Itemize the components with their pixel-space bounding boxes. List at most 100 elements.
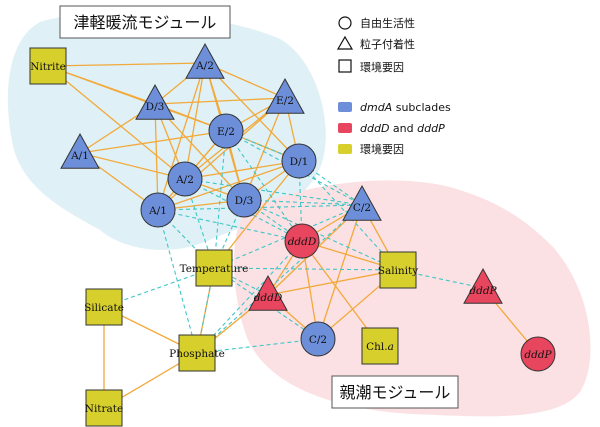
node-C2tri-label: C/2 [353,202,371,214]
node-A1circ-label: A/1 [148,205,167,217]
node-Salinity: Salinity [378,251,419,289]
positive-edge-E2tri-D3circ [243,97,286,201]
node-D1circ-circle-icon [281,143,317,179]
node-Temperature-square-icon [195,249,233,287]
negative-edge-A1circ-dddDcirc [157,209,303,242]
node-D3tri: D/3 [135,83,175,120]
node-Chla: Chl.a [361,327,399,365]
negative-edge-D1circ-C2tri [298,160,363,206]
oyashio-module-title: 親潮モジュール [331,375,459,409]
negative-edge-E2circ-Temperature [213,130,227,269]
node-C2circ: C/2 [300,321,336,357]
positive-edge-A2tri-D1circ [204,62,300,162]
node-D1circ: D/1 [281,143,317,179]
legend-env-shape: 環境要因 [360,60,404,74]
node-dddDtri: dddD [248,274,288,311]
node-A1tri: A/1 [60,132,100,169]
legend-particle-attached: 粒子付着性 [360,37,415,51]
positive-edge-A1tri-E2circ [79,130,227,154]
node-dddPcirc: dddP [520,336,556,372]
negative-edge-A1circ-C2tri [157,204,363,211]
node-E2circ-circle-icon [208,113,244,149]
positive-edge-dddDtri-Salinity [267,269,399,296]
node-Silicate-label: Silicate [84,302,124,314]
positive-edge-D3tri-A1circ [154,103,159,211]
tsugaru-module-label: 津軽暖流モジュール [74,13,217,32]
node-C2tri-triangle-icon [342,184,382,221]
ddd-color-swatch [338,123,352,133]
node-dddDtri-triangle-icon [248,274,288,311]
legend-dmdA: dmdA subclades [360,101,451,114]
triangle-shape-icon [336,35,354,50]
node-Salinity-square-icon [379,251,417,289]
legend-ddd: dddD and dddP [360,122,445,135]
negative-edge-D3circ-Salinity [243,199,399,271]
node-Salinity-label: Salinity [378,265,419,277]
node-Temperature-label: Temperature [180,263,249,275]
node-A2tri: A/2 [185,42,225,79]
node-E2tri-triangle-icon [265,77,305,114]
node-C2circ-label: C/2 [309,334,327,346]
node-D3tri-triangle-icon [135,83,175,120]
node-D3circ: D/3 [226,182,262,218]
node-A2tri-triangle-icon [185,42,225,79]
dmdA-color-swatch [338,102,352,112]
node-A2circ-label: A/2 [175,174,194,186]
square-shape-icon [338,59,352,73]
node-Nitrite: Nitrite [29,47,67,85]
negative-edge-D3circ-Temperature [213,199,245,269]
negative-edge-A1circ-Phosphate [157,209,198,354]
node-dddDtri-label: dddD [254,292,283,304]
node-A1tri-triangle-icon [60,132,100,169]
node-Nitrite-label: Nitrite [30,61,66,73]
oyashio-module-label: 親潮モジュール [340,383,451,402]
legend: 自由生活性 粒子付着性 環境要因 dmdA subclades dddD and… [336,16,451,156]
negative-edge-Phosphate-C2circ [196,338,319,354]
positive-edge-A2tri-A1circ [157,62,206,211]
env-color-swatch [338,144,352,154]
node-Temperature: Temperature [180,249,249,287]
circle-shape-icon [338,16,352,30]
negative-edge-A2circ-C2tri [184,178,363,206]
node-dddDcirc: dddD [284,223,320,259]
node-Nitrate-label: Nitrate [85,403,123,415]
node-Nitrate-square-icon [85,389,123,427]
node-dddDcirc-circle-icon [284,223,320,259]
node-A1tri-label: A/1 [70,150,89,162]
node-E2circ-label: E/2 [217,126,235,138]
node-dddPcirc-circle-icon [520,336,556,372]
node-C2tri: C/2 [342,184,382,221]
node-D1circ-label: D/1 [290,156,309,168]
node-E2tri: E/2 [265,77,305,114]
node-Phosphate-square-icon [178,334,216,372]
positive-edge-A1tri-A2circ [79,152,186,180]
node-E2circ: E/2 [208,113,244,149]
node-Chla-label: Chl.a [366,341,394,353]
node-Phosphate-label: Phosphate [169,348,225,360]
negative-edge-Temperature-Silicate [103,267,215,308]
negative-edge-C2tri-Phosphate [196,204,363,354]
node-Nitrite-square-icon [29,47,67,85]
positive-edge-A2tri-A2circ [184,62,206,180]
node-A1circ: A/1 [140,192,176,228]
node-dddPcirc-label: dddP [524,349,552,361]
negative-edge-E2circ-dddDcirc [225,130,303,242]
node-dddPtri-label: dddP [469,285,497,297]
node-A1circ-circle-icon [140,192,176,228]
node-C2circ-circle-icon [300,321,336,357]
node-A2circ: A/2 [167,161,203,197]
tsugaru-module-title: 津軽暖流モジュール [59,5,231,39]
positive-edge-Nitrite-A2tri [47,62,206,67]
node-Nitrate: Nitrate [85,389,123,427]
node-A2tri-label: A/2 [195,60,214,72]
positive-edge-D3tri-D3circ [154,103,245,201]
node-D3tri-label: D/3 [146,101,165,113]
node-dddPtri-triangle-icon [463,267,503,304]
node-D3circ-label: D/3 [235,195,254,207]
node-Phosphate: Phosphate [169,334,225,372]
node-A2circ-circle-icon [167,161,203,197]
legend-free-living: 自由生活性 [360,16,415,30]
node-Silicate-square-icon [85,288,123,326]
node-Chla-square-icon [361,327,399,365]
